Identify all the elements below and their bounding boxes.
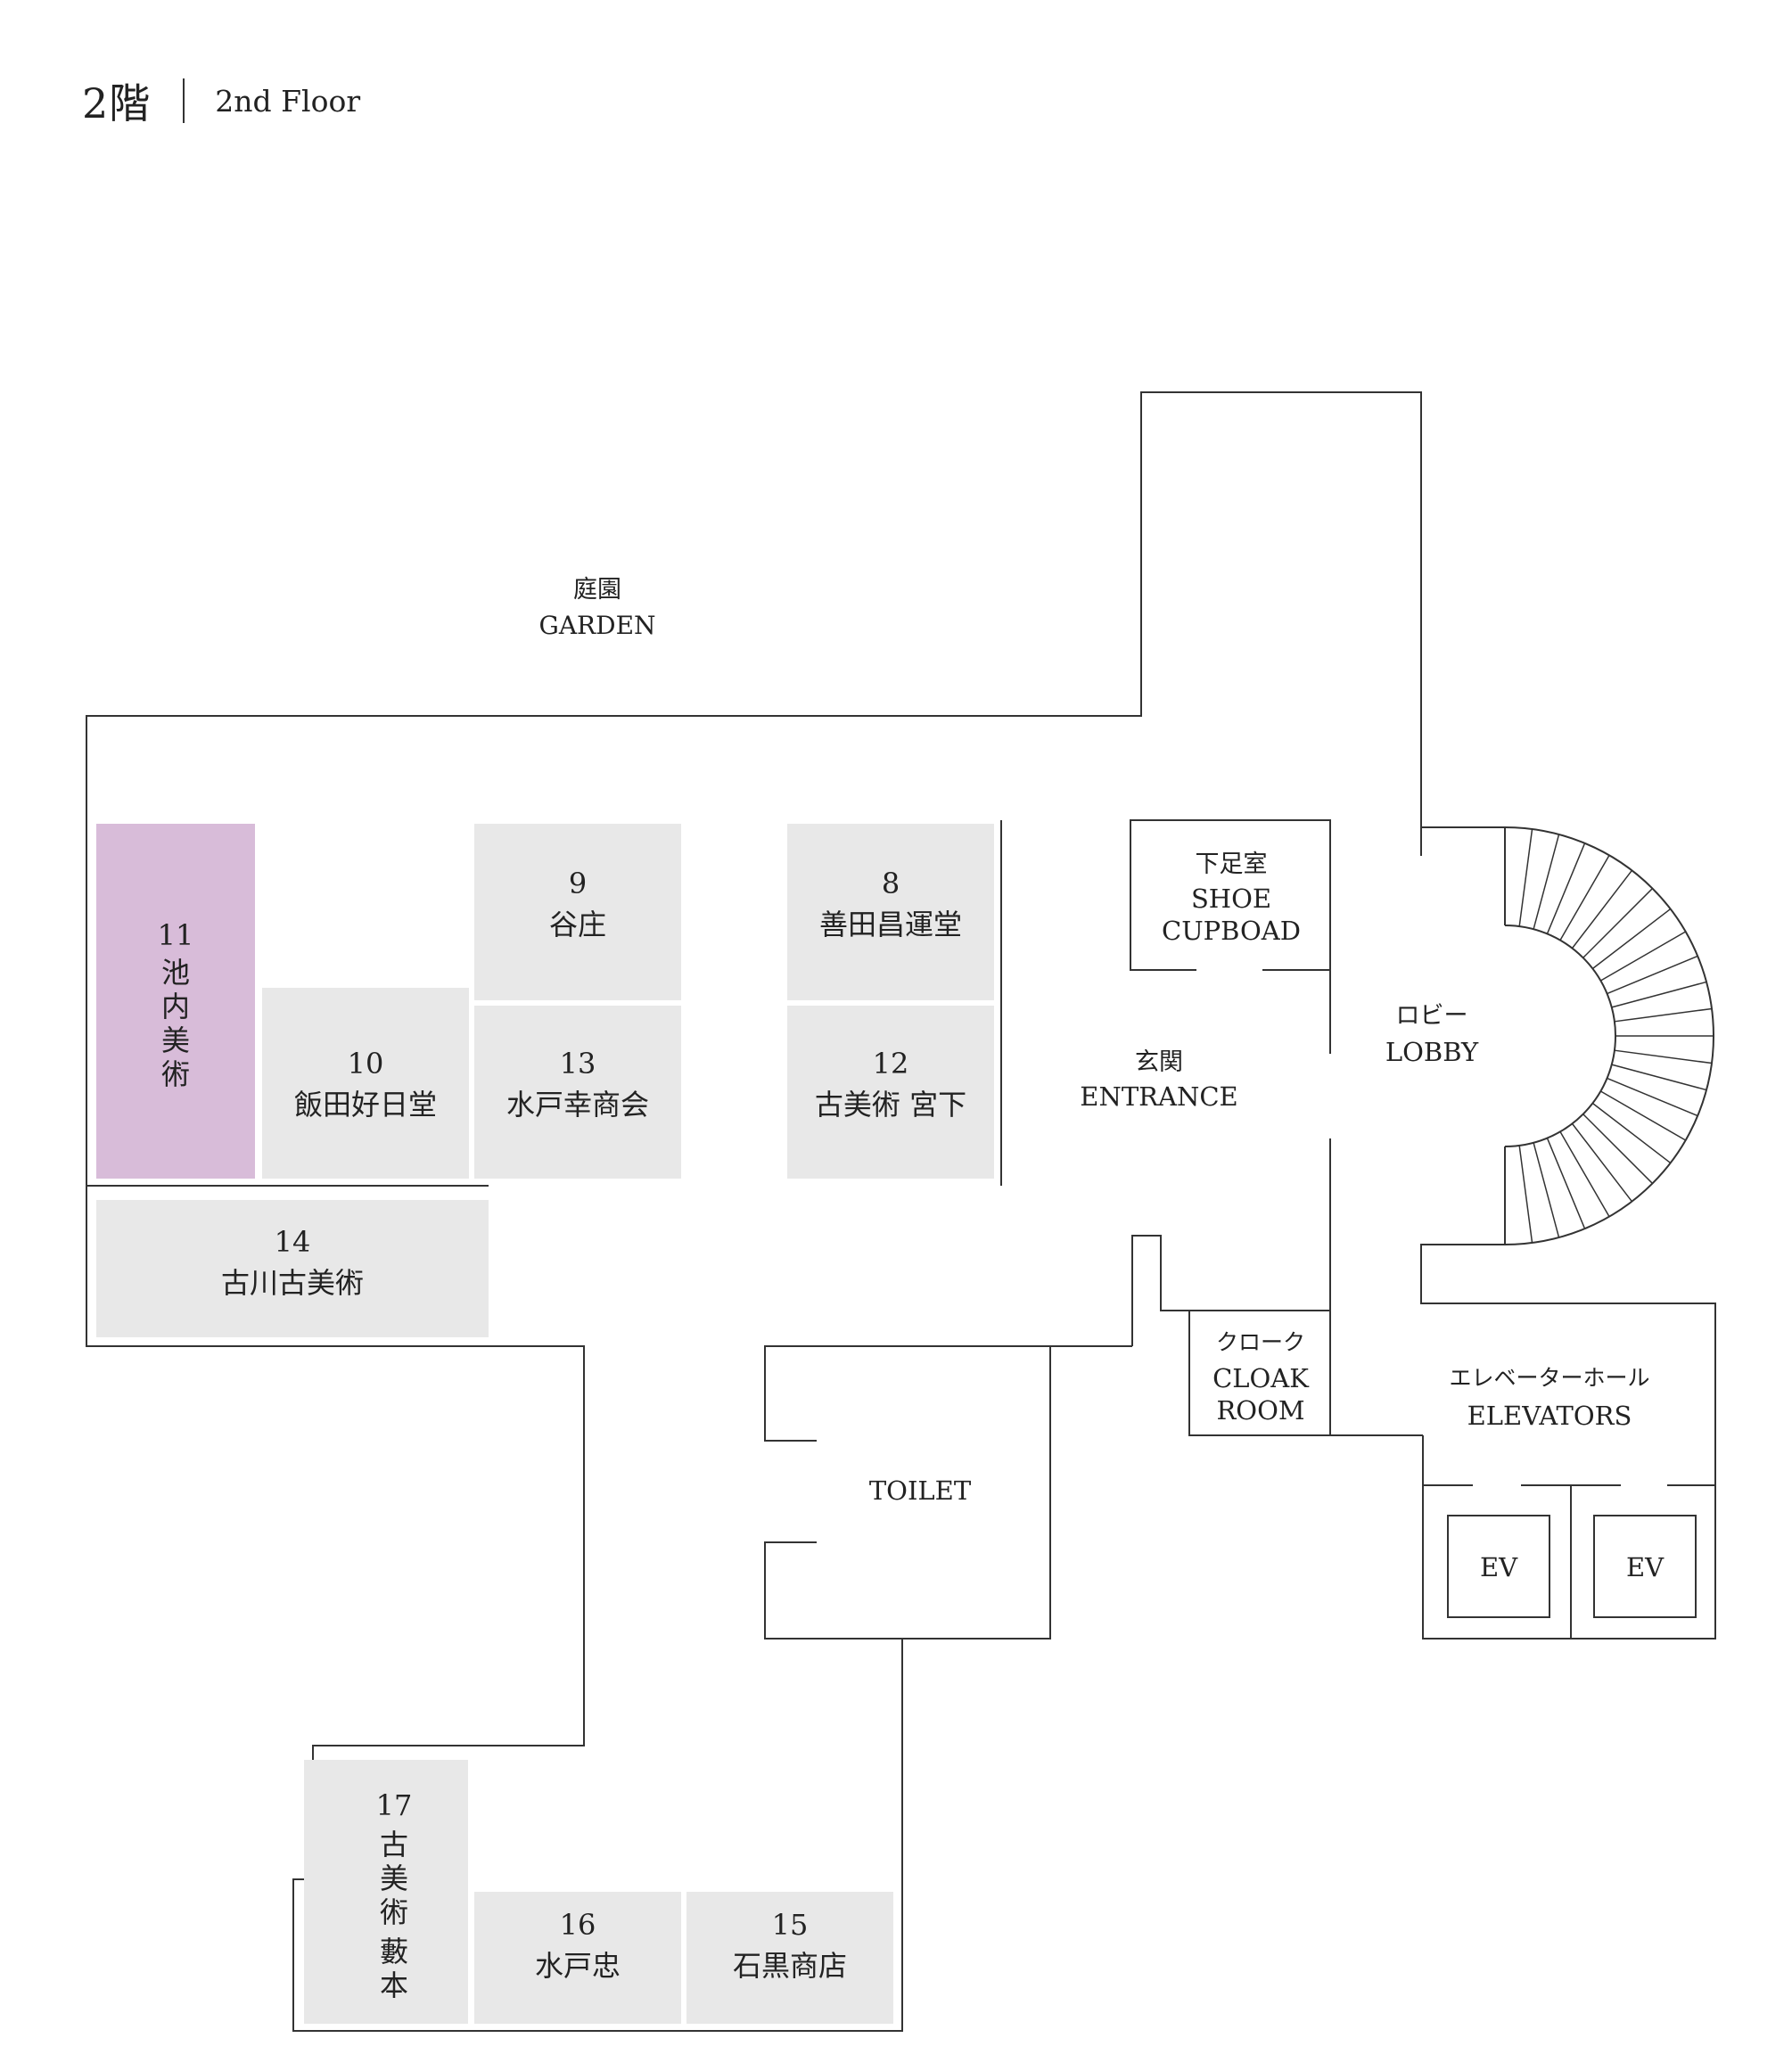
booth-14-number: 14 bbox=[275, 1225, 311, 1259]
booth-14-name: 古川古美術 bbox=[221, 1266, 364, 1300]
stair-step bbox=[1546, 842, 1586, 934]
booth-17-name-5: 本 bbox=[380, 1968, 408, 2002]
stair-step bbox=[1611, 1064, 1707, 1091]
booth-9[interactable] bbox=[474, 824, 681, 1000]
booth-17-name-4: 藪 bbox=[380, 1935, 408, 1968]
toilet-walls-upper bbox=[764, 1345, 1050, 1442]
booth-8[interactable] bbox=[787, 824, 994, 1000]
booth-12-name: 古美術 宮下 bbox=[815, 1088, 966, 1122]
booths bbox=[96, 824, 994, 2024]
stair-step bbox=[1546, 1138, 1586, 1229]
booth-11-name-4: 術 bbox=[161, 1057, 190, 1091]
booth-13[interactable] bbox=[474, 1006, 681, 1179]
stair-step bbox=[1600, 931, 1687, 982]
booth-17-name-3: 術 bbox=[380, 1895, 408, 1929]
booth-13-number: 13 bbox=[560, 1047, 596, 1081]
booth-14[interactable] bbox=[96, 1200, 489, 1337]
booth-11-name-2: 内 bbox=[161, 990, 190, 1023]
booth-12[interactable] bbox=[787, 1006, 994, 1179]
ev-car-2 bbox=[1593, 1515, 1697, 1618]
stair-step bbox=[1533, 834, 1560, 930]
booth-15-number: 15 bbox=[772, 1908, 809, 1942]
cloak-label-jp: クローク bbox=[1216, 1329, 1305, 1355]
booth-10-number: 10 bbox=[348, 1047, 384, 1081]
booth-11-number: 11 bbox=[158, 918, 194, 952]
entrance-label-en: ENTRANCE bbox=[1080, 1081, 1237, 1112]
stair-step bbox=[1614, 1007, 1713, 1023]
booth-labels: 11 池 内 美 術 10 飯田好日堂 9 谷庄 13 水戸幸商会 8 善田昌運… bbox=[158, 867, 966, 2002]
ev-label-1: EV bbox=[1480, 1552, 1518, 1582]
booth-8-number: 8 bbox=[882, 867, 900, 900]
walls bbox=[86, 391, 1716, 2032]
stair-step bbox=[1559, 1131, 1610, 1218]
floor-label-en: 2nd Floor bbox=[215, 83, 361, 119]
stair-step bbox=[1582, 1114, 1653, 1184]
elevator-hall-walls bbox=[1420, 1244, 1716, 1640]
booth-10-name: 飯田好日堂 bbox=[294, 1088, 437, 1122]
booth-15-name: 石黒商店 bbox=[733, 1949, 847, 1983]
outline-main bbox=[86, 391, 1422, 2032]
stair-step bbox=[1607, 1077, 1698, 1117]
shoe-room-walls bbox=[1130, 819, 1331, 1054]
stair-step bbox=[1571, 1122, 1633, 1203]
toilet-walls bbox=[764, 1345, 1132, 1640]
toilet-label: TOILET bbox=[869, 1475, 972, 1506]
booth-12-number: 12 bbox=[873, 1047, 909, 1081]
shoe-label-en2: CUPBOAD bbox=[1162, 916, 1301, 946]
booth-9-number: 9 bbox=[569, 867, 587, 900]
area-labels: 庭園 GARDEN 下足室 SHOE CUPBOAD 玄関 ENTRANCE ロ… bbox=[538, 576, 1665, 1582]
cloak-room-walls bbox=[1131, 1235, 1423, 1436]
garden-label-en: GARDEN bbox=[538, 611, 655, 640]
cloak-label-en1: CLOAK bbox=[1212, 1363, 1310, 1393]
stair-step bbox=[1518, 1145, 1533, 1244]
booth-16-number: 16 bbox=[560, 1908, 596, 1942]
booth-11-name-1: 池 bbox=[161, 956, 190, 990]
booth-17-name-1: 古 bbox=[380, 1828, 408, 1861]
booth-17-number: 17 bbox=[376, 1788, 413, 1822]
elevators-label-en: ELEVATORS bbox=[1467, 1401, 1632, 1431]
booth-17-name-2: 美 bbox=[380, 1861, 408, 1895]
lobby-label-en: LOBBY bbox=[1385, 1037, 1479, 1067]
shoe-label-en1: SHOE bbox=[1191, 883, 1271, 914]
stair-step bbox=[1559, 854, 1610, 941]
ev-label-2: EV bbox=[1626, 1552, 1665, 1582]
floor-header: 2階 2nd Floor bbox=[82, 70, 360, 132]
stair-inner-arc bbox=[1504, 925, 1616, 1147]
booth-9-name: 谷庄 bbox=[549, 908, 606, 941]
entrance-label-jp: 玄関 bbox=[1135, 1048, 1183, 1076]
garden-label-jp: 庭園 bbox=[573, 576, 621, 604]
stair-step bbox=[1518, 828, 1533, 927]
spiral-staircase bbox=[1504, 826, 1714, 1245]
stair-step bbox=[1607, 955, 1698, 995]
booth-11[interactable] bbox=[96, 824, 255, 1179]
booth-11-name-3: 美 bbox=[161, 1023, 190, 1057]
booth-16[interactable] bbox=[474, 1892, 681, 2024]
stair-step bbox=[1533, 1142, 1560, 1238]
floor-label-jp: 2階 bbox=[82, 79, 152, 127]
elevators-label-jp: エレベーターホール bbox=[1449, 1365, 1649, 1391]
stair-step bbox=[1582, 888, 1653, 958]
stair-step bbox=[1591, 908, 1672, 970]
stair-step bbox=[1600, 1090, 1687, 1141]
stair-step bbox=[1614, 1049, 1713, 1064]
lobby-label-jp: ロビー bbox=[1396, 1002, 1468, 1030]
stair-step bbox=[1591, 1102, 1672, 1164]
cloak-label-en2: ROOM bbox=[1216, 1395, 1304, 1426]
booth-13-name: 水戸幸商会 bbox=[506, 1088, 649, 1122]
booth-17[interactable] bbox=[304, 1760, 468, 2024]
booth-10[interactable] bbox=[262, 988, 469, 1179]
booth-8-name: 善田昌運堂 bbox=[819, 908, 962, 941]
booth-15[interactable] bbox=[686, 1892, 893, 2024]
stair-step bbox=[1611, 981, 1707, 1008]
ev-car-1 bbox=[1447, 1515, 1550, 1618]
booth-16-name: 水戸忠 bbox=[535, 1949, 621, 1983]
shoe-label-jp: 下足室 bbox=[1196, 851, 1268, 878]
stair-step bbox=[1571, 869, 1633, 949]
header-divider bbox=[183, 78, 185, 123]
